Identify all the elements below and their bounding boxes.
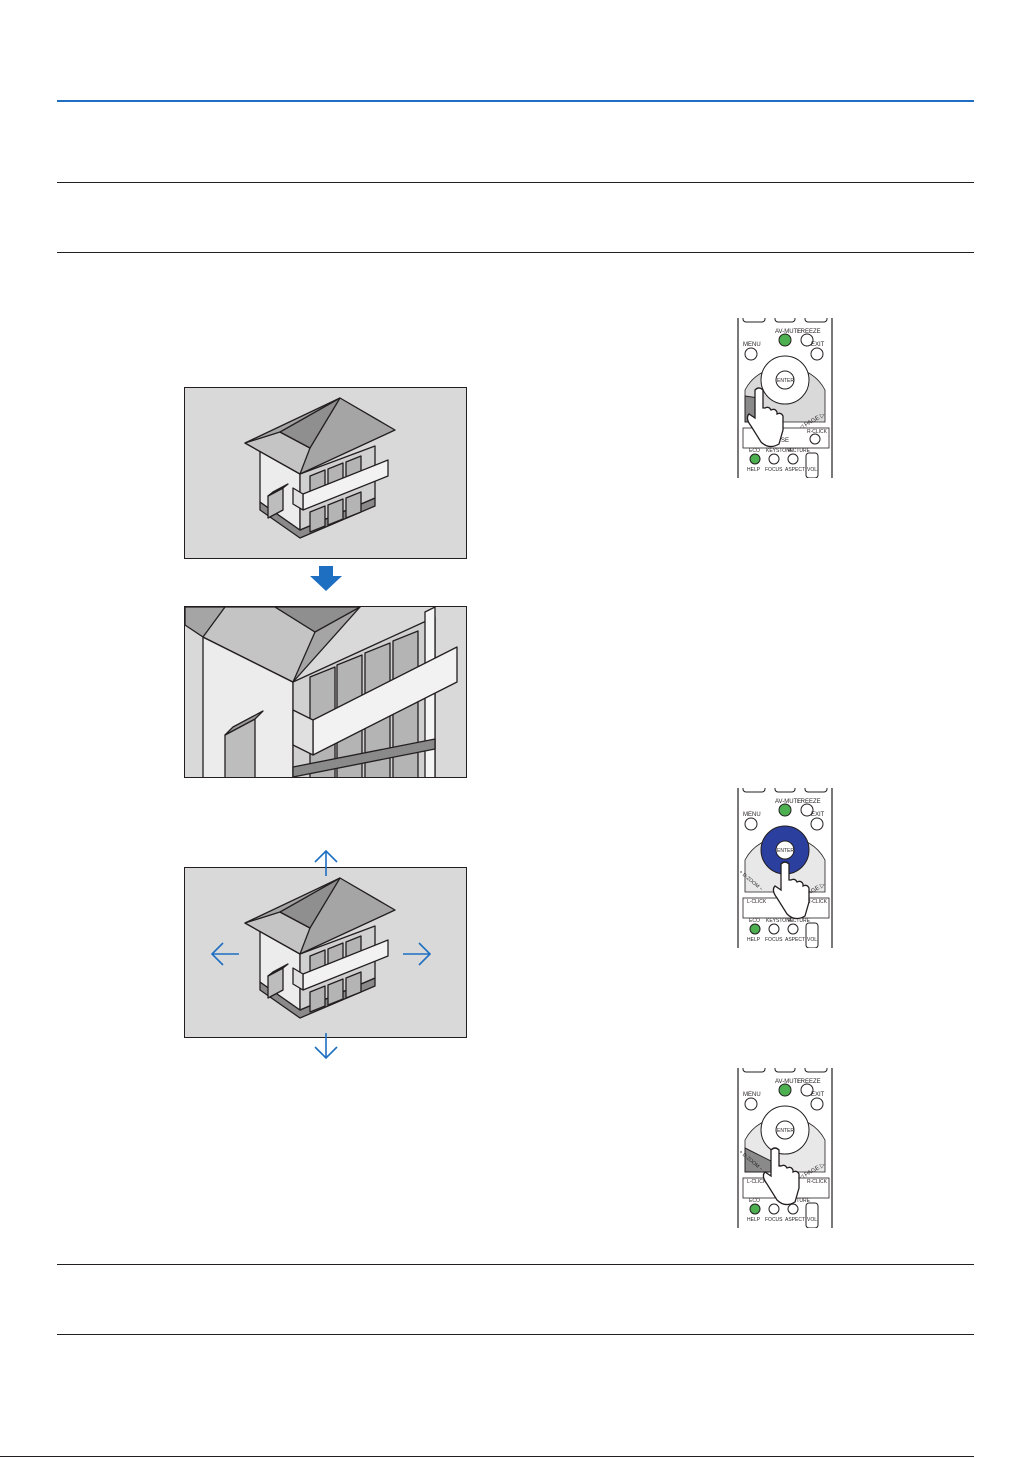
section-rule-top — [57, 182, 974, 183]
freeze-button[interactable] — [800, 1083, 814, 1097]
section-rule-2 — [57, 252, 974, 253]
eco-label: ECO — [749, 918, 760, 924]
arrow-left-icon — [210, 942, 239, 966]
building-zoomed-illustration — [185, 607, 458, 777]
building-pan-illustration — [244, 877, 396, 1019]
eco-label: ECO — [749, 448, 760, 454]
help-label: HELP — [747, 937, 761, 943]
arrow-down-icon — [314, 1033, 338, 1060]
picture-button[interactable] — [787, 453, 799, 465]
enter-button[interactable] — [775, 840, 795, 860]
av-mute-button[interactable] — [778, 803, 792, 817]
down-arrow-icon — [310, 566, 342, 591]
remote-control-pan: AV-MUTE FREEZE MENU EXIT ENTER + D-ZOOM … — [735, 788, 835, 948]
arrow-up-icon — [314, 849, 338, 876]
eco-button[interactable] — [749, 453, 761, 465]
picture-button[interactable] — [787, 923, 799, 935]
vol-label: VOL. — [807, 467, 818, 473]
building-picture-pan — [184, 867, 467, 1038]
exit-label: EXIT — [811, 812, 825, 818]
volume-rocker[interactable] — [805, 922, 819, 948]
menu-label: MENU — [743, 812, 761, 818]
picture-button[interactable] — [787, 1203, 799, 1215]
keystone-button[interactable] — [768, 1203, 780, 1215]
keystone-label: KEYSTONE — [766, 448, 794, 454]
enter-label: ENTER — [777, 378, 794, 384]
freeze-button[interactable] — [800, 803, 814, 817]
focus-label: FOCUS — [765, 937, 783, 943]
help-label: HELP — [747, 1217, 761, 1223]
vol-label: VOL. — [807, 1217, 818, 1223]
l-click-label: L-CLICK — [747, 899, 767, 905]
exit-button[interactable] — [810, 817, 824, 831]
av-mute-label: AV-MUTE — [775, 799, 801, 805]
remote-control-zoom-in: AV-MUTE FREEZE MENU EXIT ENTER ◁ PAGE ▷ … — [735, 318, 835, 478]
menu-button[interactable] — [744, 817, 758, 831]
enter-button[interactable] — [775, 1120, 795, 1140]
pressing-hand-icon — [746, 387, 784, 448]
av-mute-label: AV-MUTE — [775, 329, 801, 335]
picture-label: PICTURE — [788, 1198, 811, 1204]
r-click-button[interactable] — [809, 433, 821, 445]
enter-label: ENTER — [777, 848, 794, 854]
menu-label: MENU — [743, 342, 761, 348]
aspect-label: ASPECT — [785, 1217, 805, 1223]
freeze-label: FREEZE — [797, 799, 821, 805]
eco-button[interactable] — [749, 923, 761, 935]
av-mute-button[interactable] — [778, 1083, 792, 1097]
remote-control-zoom-out: AV-MUTE FREEZE MENU EXIT ENTER + D-ZOOM … — [735, 1068, 835, 1228]
keystone-label: KEYSTONE — [766, 918, 794, 924]
pressing-hand-icon — [762, 1147, 800, 1206]
building-picture-zoomed — [184, 606, 467, 778]
volume-rocker[interactable] — [805, 452, 819, 478]
av-mute-label: AV-MUTE — [775, 1079, 801, 1085]
section-rule-4 — [57, 1334, 974, 1335]
freeze-label: FREEZE — [797, 1079, 821, 1085]
freeze-label: FREEZE — [797, 329, 821, 335]
keystone-button[interactable] — [768, 923, 780, 935]
picture-label: PICTURE — [788, 448, 811, 454]
header-rule — [57, 100, 974, 102]
exit-label: EXIT — [811, 342, 825, 348]
focus-label: FOCUS — [765, 467, 783, 473]
keystone-button[interactable] — [768, 453, 780, 465]
aspect-label: ASPECT — [785, 467, 805, 473]
pressing-hand-icon — [772, 861, 810, 920]
r-click-label: R-CLICK — [807, 899, 828, 905]
menu-label: MENU — [743, 1092, 761, 1098]
enter-label: ENTER — [777, 1128, 794, 1134]
l-click-label: L-CLICK — [747, 1179, 767, 1185]
eco-label: ECO — [749, 1198, 760, 1204]
enter-button[interactable] — [775, 370, 795, 390]
building-illustration — [244, 397, 396, 539]
help-label: HELP — [747, 467, 761, 473]
exit-button[interactable] — [810, 1097, 824, 1111]
freeze-button[interactable] — [800, 333, 814, 347]
r-click-label: R-CLICK — [807, 1179, 828, 1185]
menu-button[interactable] — [744, 347, 758, 361]
section-rule-3 — [57, 1264, 974, 1265]
exit-button[interactable] — [810, 347, 824, 361]
aspect-label: ASPECT — [785, 937, 805, 943]
menu-button[interactable] — [744, 1097, 758, 1111]
exit-label: EXIT — [811, 1092, 825, 1098]
building-picture-normal — [184, 387, 467, 559]
footer-rule — [0, 1456, 974, 1457]
r-click-label: R-CLICK — [807, 429, 828, 435]
eco-button[interactable] — [749, 1203, 761, 1215]
vol-label: VOL. — [807, 937, 818, 943]
focus-label: FOCUS — [765, 1217, 783, 1223]
av-mute-button[interactable] — [778, 333, 792, 347]
picture-label: PICTURE — [788, 918, 811, 924]
arrow-right-icon — [403, 942, 432, 966]
volume-rocker[interactable] — [805, 1202, 819, 1228]
